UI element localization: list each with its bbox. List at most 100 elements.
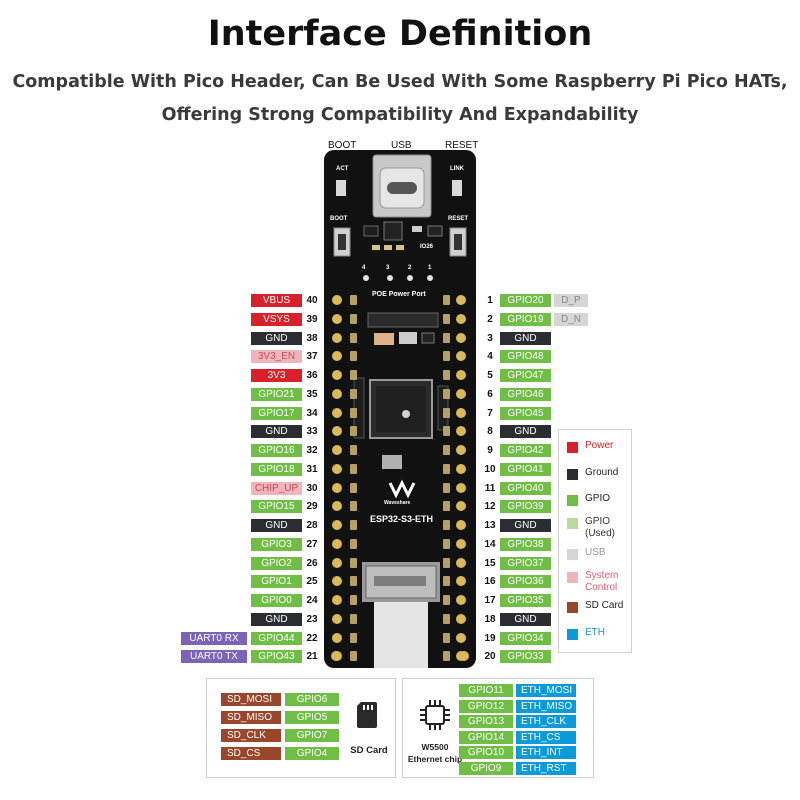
legend-swatch — [567, 549, 578, 560]
silk-poe-pin-3: 3 — [386, 265, 390, 271]
right-pin-number: 12 — [484, 501, 496, 512]
right-castellated-pad — [443, 614, 450, 624]
right-castellated-pad — [443, 389, 450, 399]
right-header-hole — [456, 595, 466, 605]
right-castellated-pad — [443, 483, 450, 493]
right-castellated-pad — [443, 408, 450, 418]
left-pin-number: 29 — [306, 501, 318, 512]
right-pin-number: 11 — [484, 483, 496, 494]
left-header-hole — [332, 539, 342, 549]
left-castellated-pad — [350, 501, 357, 511]
right-header-hole — [456, 520, 466, 530]
right-castellated-pad — [443, 539, 450, 549]
left-pin-number: 23 — [306, 614, 318, 625]
left-castellated-pad — [350, 408, 357, 418]
left-castellated-pad — [350, 595, 357, 605]
right-header-hole — [456, 614, 466, 624]
left-header-hole — [332, 576, 342, 586]
eth-function-label: ETH_INT — [516, 746, 576, 759]
usb-data-label: D_P — [554, 294, 588, 307]
right-pin-number: 7 — [487, 408, 493, 419]
left-pin-number: 36 — [306, 370, 318, 381]
silk-boot: BOOT — [330, 216, 348, 222]
right-castellated-pad — [443, 633, 450, 643]
left-pin-label: GND — [251, 519, 302, 532]
eth-gpio-label: GPIO13 — [459, 715, 513, 728]
left-pin-label: GPIO16 — [251, 444, 302, 457]
left-header-hole — [332, 595, 342, 605]
uart-label: UART0 TX — [181, 650, 247, 663]
left-castellated-pad — [350, 464, 357, 474]
right-castellated-pad — [443, 295, 450, 305]
left-castellated-pad — [350, 426, 357, 436]
left-pin-label: GPIO18 — [251, 463, 302, 476]
left-pin-number: 40 — [306, 295, 318, 306]
left-pin-number: 26 — [306, 558, 318, 569]
right-pin-number: 6 — [487, 389, 493, 400]
right-header-hole — [456, 426, 466, 436]
left-castellated-pad — [350, 333, 357, 343]
right-header-hole — [456, 576, 466, 586]
left-pin-number: 32 — [306, 445, 318, 456]
left-castellated-pad — [350, 295, 357, 305]
left-castellated-pad — [350, 520, 357, 530]
right-pin-number: 4 — [487, 351, 493, 362]
silk-act: ACT — [336, 166, 349, 172]
right-castellated-pad — [443, 576, 450, 586]
right-pin-label: GPIO20 — [500, 294, 551, 307]
usb-data-label: D_N — [554, 313, 588, 326]
eth-gpio-label: GPIO10 — [459, 746, 513, 759]
right-header-hole — [456, 351, 466, 361]
board-graphics — [331, 154, 469, 668]
right-header-hole — [456, 633, 466, 643]
legend-label: ETH — [585, 627, 605, 638]
left-header-hole — [332, 370, 342, 380]
right-pin-label: GND — [500, 332, 551, 345]
left-pin-label: GPIO1 — [251, 575, 302, 588]
legend-swatch — [567, 518, 578, 529]
w5500-caption: W5500 — [421, 742, 449, 752]
legend-swatch — [567, 602, 578, 613]
right-header-hole — [456, 464, 466, 474]
sd-card-caption: SD Card — [350, 745, 388, 756]
left-pin-label: GPIO21 — [251, 388, 302, 401]
left-pin-label: GND — [251, 332, 302, 345]
legend-label: USB — [585, 547, 606, 558]
legend-swatch — [567, 442, 578, 453]
right-header-hole — [456, 501, 466, 511]
eth-gpio-label: GPIO14 — [459, 731, 513, 744]
legend-label: GPIO (Used) — [585, 516, 616, 539]
left-pin-label: 3V3_EN — [251, 350, 302, 363]
right-header-hole — [456, 483, 466, 493]
sd-gpio-label: GPIO4 — [285, 747, 339, 760]
right-pin-label: GPIO46 — [500, 388, 551, 401]
left-castellated-pad — [350, 633, 357, 643]
right-header-hole — [456, 314, 466, 324]
left-castellated-pad — [350, 370, 357, 380]
left-castellated-pad — [350, 539, 357, 549]
left-header-hole — [332, 633, 342, 643]
right-pin-number: 3 — [487, 333, 493, 344]
left-header-hole — [332, 408, 342, 418]
eth-gpio-label: GPIO9 — [459, 762, 513, 775]
eth-gpio-label: GPIO11 — [459, 684, 513, 697]
right-castellated-pad — [443, 464, 450, 474]
right-header-hole — [456, 651, 466, 661]
left-header-hole — [332, 295, 342, 305]
left-pin-number: 37 — [306, 351, 318, 362]
right-pin-label: GPIO41 — [500, 463, 551, 476]
left-header-hole — [332, 520, 342, 530]
right-castellated-pad — [443, 445, 450, 455]
left-pin-number: 33 — [306, 426, 318, 437]
right-castellated-pad — [443, 520, 450, 530]
right-castellated-pad — [443, 595, 450, 605]
eth-gpio-label: GPIO12 — [459, 700, 513, 713]
right-castellated-pad — [443, 426, 450, 436]
right-pin-label: GPIO37 — [500, 557, 551, 570]
sd-card-icon — [357, 702, 377, 728]
left-castellated-pad — [350, 351, 357, 361]
right-castellated-pad — [443, 558, 450, 568]
right-pin-number: 14 — [484, 539, 496, 550]
right-pin-label: GND — [500, 425, 551, 438]
